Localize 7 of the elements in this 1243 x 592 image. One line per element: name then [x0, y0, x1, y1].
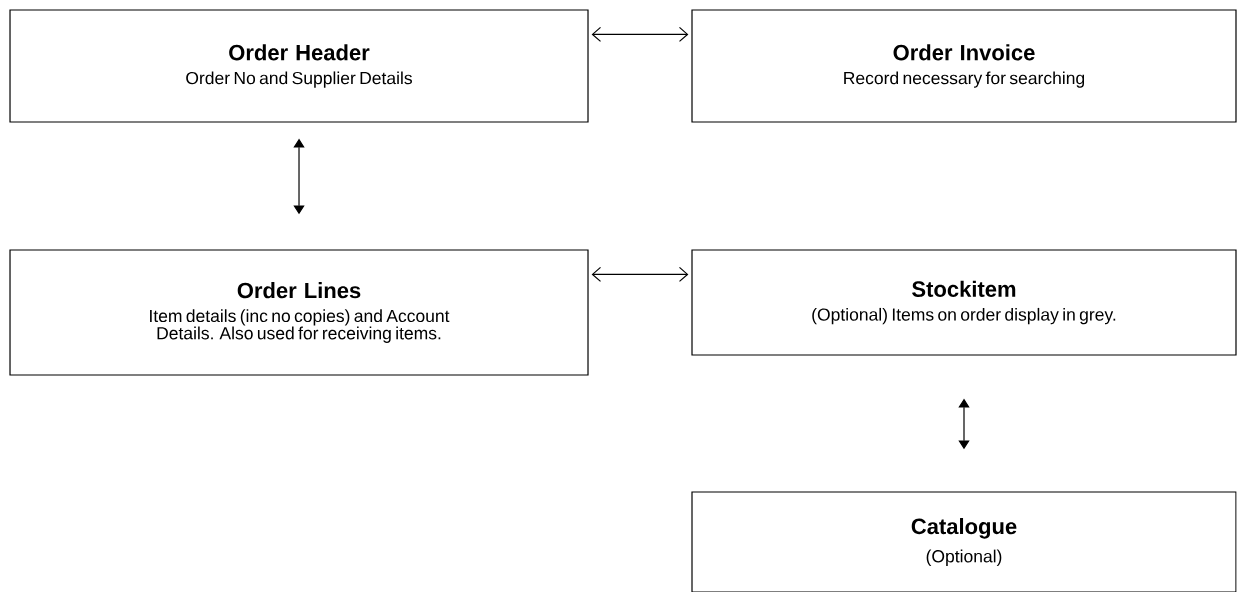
arrow [591, 26, 689, 42]
arrow [591, 266, 689, 282]
process-box: Stockitem (Optional) Items on order display in grey. [691, 249, 1237, 356]
process-box: Catalogue (Optional) [691, 491, 1237, 592]
process-box: Order Invoice Record necessary for searching [691, 9, 1237, 123]
process-box: Order Header Order No and Supplier Details [9, 9, 589, 123]
process-box: Order Lines Item details (inc no copies) and Account Details. Also used for receiving items. [9, 249, 589, 376]
